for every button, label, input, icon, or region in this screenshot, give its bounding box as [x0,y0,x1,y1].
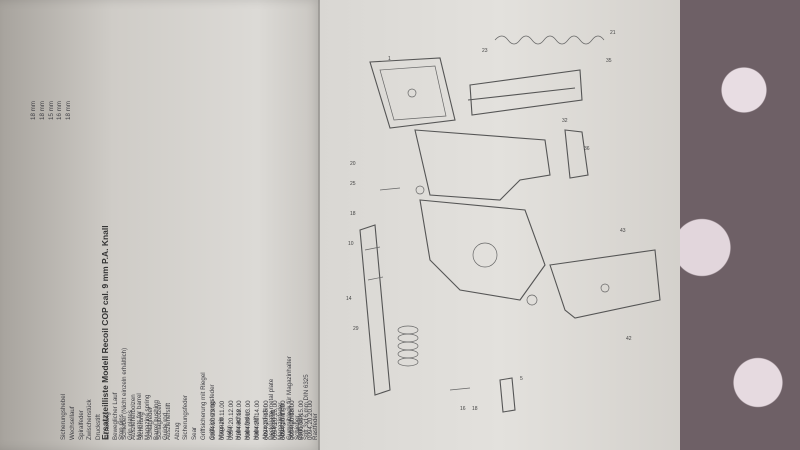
left-num: 18 mm [38,101,46,120]
part-label: 42 [626,336,632,342]
part-entry: Gummiblock für Magazinhalter [285,356,293,440]
part-label: 36 [584,146,590,152]
part-code: 0094.20.14.00 [253,400,261,440]
manual-right-page [320,0,680,450]
part-entry: Magazinfeder [276,402,284,441]
part-entry: Auszieherstift [164,402,172,440]
left-num: 18 mm [30,101,37,120]
recoil-spring [494,35,605,45]
fabric-background [660,0,800,450]
part-label: 10 [348,241,354,247]
part-code: 0094.20.11.00 [218,400,226,440]
part-label: 20 [350,161,356,167]
part-label: 32 [562,118,568,124]
part-entry: Schieber (Nicht einzeln erhältlich) [120,347,128,440]
part-entry: Auszieherbolzen [129,394,137,440]
part-entry: Abzug [173,422,181,440]
part-label: 16 [460,406,466,412]
part-label: 18 [350,211,356,217]
left-num: 18 mm [65,101,73,120]
part-label: 14 [346,296,352,302]
part-code: 0094.20.12.00 [227,400,235,440]
left-num: 15 mm [47,101,55,120]
grip-plate-bottom [549,249,661,319]
part-entry: Sicherung [138,412,146,440]
part-label: 18 [472,406,478,412]
part-entry: Beweglicher Lauf [112,392,119,440]
part-entry: Schieber [294,415,302,440]
part-label: 25 [350,181,356,187]
slide [467,69,583,116]
manual-title: Ersatzteilliste Modell Recoil COP cal. 9… [100,225,110,440]
part-label: 43 [620,228,626,234]
parts-col-c: Deckplatte metal plate Magazinfeder Gumm… [268,356,321,440]
left-line: Wechsellauf [68,406,76,440]
grip-plate-top [369,57,456,129]
small-parts [379,129,589,413]
part-entry: Sear [191,426,199,440]
frame [414,129,551,301]
left-num: 16 mm [56,101,64,120]
part-label: 35 [606,58,612,64]
left-line: Sicherungshebel [60,393,67,440]
part-label: 1 [388,56,391,62]
part-entry: Schlagfeder [147,406,155,440]
part-entry: Schlagbolzen [155,402,163,440]
left-line: Zwischenstück [86,399,94,440]
manual-left-page: Sicherungshebel Wechsellauf Spiralfeder … [0,0,322,450]
spring-rings [397,325,419,367]
part-entry: Sicherungsfeder [182,394,190,440]
part-code: 0194.80.12.00 [236,400,244,440]
part-label: 29 [353,326,359,332]
part-label: 23 [482,48,488,54]
part-label: 5 [520,376,523,382]
part-entry: Stift 3x16 mm DIN 6325 [303,374,311,440]
part-label: 21 [610,30,616,36]
exploded-parts-diagram: 1 23 21 35 36 32 43 42 29 20 25 18 10 14… [346,30,661,413]
part-entry: Deckplatte metal plate [268,378,275,440]
part-code: 0094.20.13.00 [245,400,253,440]
left-page-nums: 18 mm 18 mm 15 mm 16 mm 18 mm [30,101,74,120]
barrel [359,224,391,396]
part-entry: Griffsicherung mit Riegel [199,372,207,440]
left-line: Spiralfeder [77,410,85,440]
part-code: 0094.20.23.00 [210,400,217,440]
